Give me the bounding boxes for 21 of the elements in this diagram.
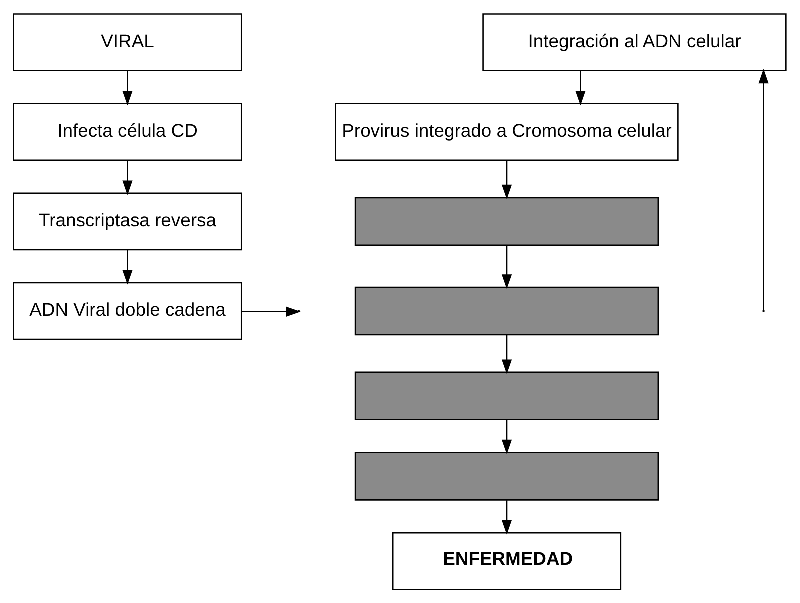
node-box: Infecta célula CD [13, 102, 242, 161]
arrow [502, 500, 512, 534]
arrow [502, 160, 512, 199]
node-box [354, 286, 660, 336]
node-box: Integración al ADN celular [482, 13, 787, 72]
node-box: Provirus integrado a Cromosoma celular [335, 102, 679, 161]
arrow [576, 70, 586, 106]
arrow [122, 250, 133, 284]
node-box [354, 452, 660, 500]
node-box: Transcriptasa reversa [13, 192, 242, 250]
arrow [502, 334, 512, 374]
arrow [122, 70, 133, 106]
arrow [758, 68, 769, 310]
node-box: VIRAL [13, 13, 242, 72]
node-box: ENFERMEDAD [392, 532, 622, 590]
node-box [354, 196, 660, 246]
arrow [502, 420, 512, 454]
arrow [502, 245, 512, 289]
node-box: ADN Viral doble cadena [13, 282, 242, 340]
arrow [122, 160, 133, 195]
node-box [354, 371, 660, 420]
